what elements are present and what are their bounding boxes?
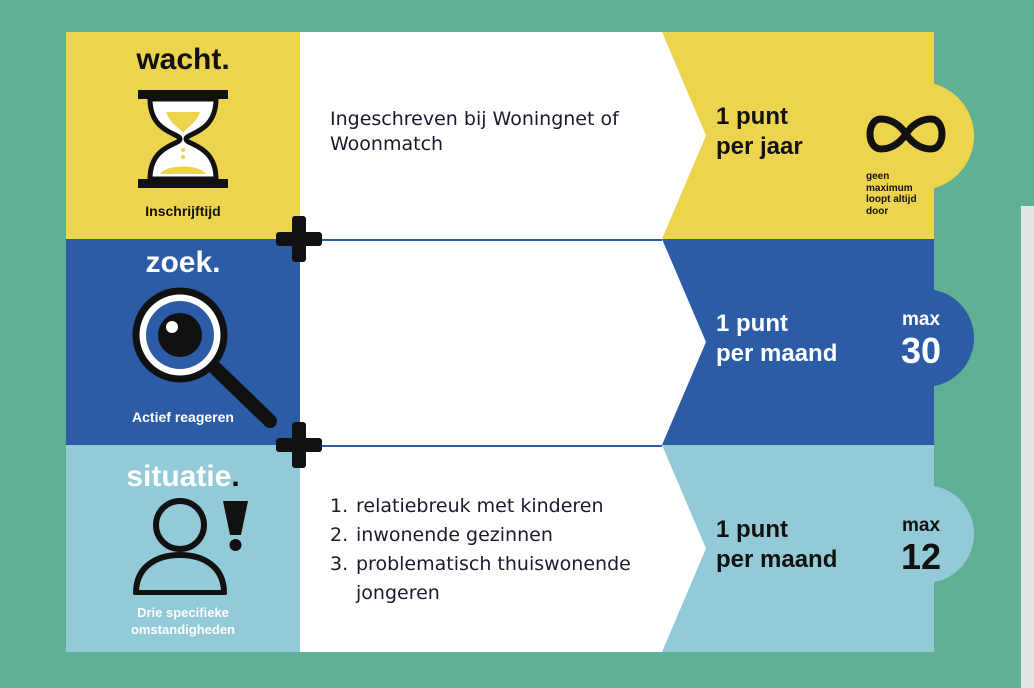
row-situatie-tab — [876, 485, 974, 583]
row-zoek: zoek. Actief reageren 1 punt per maand m… — [66, 239, 974, 445]
keyword-zoek: zoek. — [145, 246, 221, 279]
row-situatie-description-panel — [300, 445, 662, 652]
chevron-arrow — [662, 32, 706, 239]
row-wacht-tab — [866, 82, 974, 190]
side-panel-edge — [1021, 206, 1034, 688]
row-wacht-description-panel — [300, 32, 662, 239]
row-zoek-tab — [876, 289, 974, 387]
max-label-situatie: max — [901, 515, 941, 536]
row-divider — [300, 239, 662, 241]
points-zoek: 1 punt per maand — [716, 310, 838, 367]
keyword-wacht: wacht. — [136, 43, 230, 76]
max-value-zoek: 30 — [900, 330, 942, 371]
description-wacht: Ingeschreven bij Woningnet of Woonmatch — [330, 108, 619, 155]
person-exclamation-icon — [133, 498, 248, 595]
chevron-arrow — [662, 239, 706, 445]
points-situatie: 1 punt per maand — [716, 516, 838, 573]
row-divider — [300, 445, 662, 447]
caption-drie-specifieke: Drie specifieke omstandigheden — [130, 605, 235, 637]
hourglass-icon — [138, 90, 228, 188]
max-value-situatie: 12 — [900, 536, 942, 577]
magnifier-eye-icon — [132, 287, 277, 428]
chevron-arrow — [662, 445, 706, 652]
plus-icon — [276, 216, 322, 262]
points-wacht: 1 punt per jaar — [716, 103, 803, 160]
max-label-zoek: max — [901, 309, 941, 330]
plus-icon — [276, 422, 322, 468]
row-zoek-description-panel — [300, 239, 662, 445]
situation-list: 1.relatiebreuk met kinderen 2.inwonende … — [330, 492, 670, 608]
keyword-situatie: situatie. — [126, 460, 240, 493]
list-item: 2.inwonende gezinnen — [330, 524, 553, 546]
limit-note-wacht: geen maximum loopt altijd door — [866, 171, 917, 217]
caption-inschrijftijd: Inschrijftijd — [145, 203, 221, 219]
row-wacht: wacht. Inschrijftijd Ingeschreven bij Wo… — [66, 32, 974, 239]
caption-actief-reageren: Actief reageren — [132, 409, 234, 425]
list-item: 1.relatiebreuk met kinderen — [330, 495, 604, 517]
list-item: 3.problematisch thuiswonende jongeren — [330, 553, 631, 604]
row-situatie: situatie. Drie specifieke omstandigheden… — [66, 445, 974, 652]
infinity-icon — [866, 115, 946, 153]
